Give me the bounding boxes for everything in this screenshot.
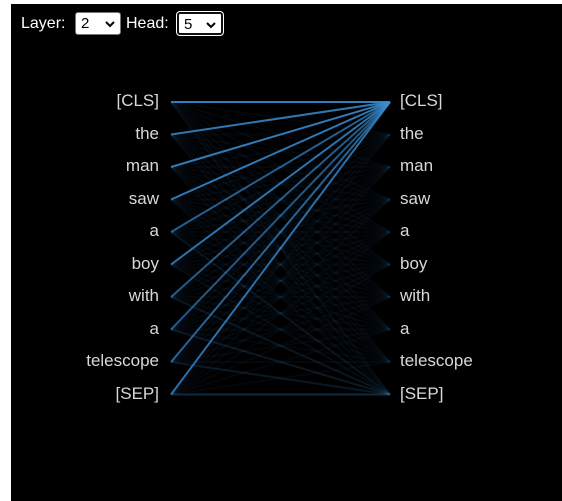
left-token[interactable]: telescope (86, 351, 159, 370)
right-token[interactable]: a (400, 318, 410, 338)
left-token[interactable]: saw (128, 188, 159, 208)
attention-edge (170, 198, 391, 363)
attention-edge (170, 231, 391, 298)
attention-edge (170, 101, 391, 396)
attention-edge (170, 328, 391, 396)
left-token[interactable]: a (149, 318, 159, 338)
attention-edge (170, 231, 391, 363)
attention-edge (170, 101, 391, 201)
attention-edge (170, 263, 391, 331)
right-token[interactable]: with (400, 286, 431, 305)
left-token[interactable]: a (149, 221, 159, 240)
attention-edge (170, 198, 391, 331)
attention-edge (170, 101, 391, 331)
right-token[interactable]: a (400, 221, 410, 240)
attention-edge (170, 296, 391, 331)
chevron-down-icon (206, 22, 216, 29)
attention-edge (170, 198, 391, 396)
attention-edge (170, 361, 391, 396)
attention-edge (170, 101, 391, 168)
right-token[interactable]: [SEP] (400, 383, 444, 403)
top-strip (0, 0, 562, 4)
layer-select-value: 2 (81, 15, 90, 32)
attention-edge (170, 166, 391, 396)
right-token[interactable]: boy (400, 253, 428, 273)
layer-label: Layer: (21, 15, 66, 32)
attention-edge (170, 263, 391, 298)
right-token[interactable]: telescope (400, 351, 473, 370)
right-token[interactable]: the (400, 123, 424, 143)
attention-edge (170, 328, 391, 396)
attention-edge (170, 263, 391, 396)
right-token[interactable]: man (400, 156, 434, 175)
head-select[interactable]: 5 (176, 11, 224, 36)
left-token[interactable]: the (135, 123, 159, 143)
attention-edge (170, 101, 391, 233)
chevron-down-icon (105, 21, 115, 28)
attention-edge (170, 166, 391, 363)
attention-edge (170, 263, 391, 396)
attention-edge (170, 101, 391, 266)
attention-edge (170, 101, 391, 363)
attention-edge (170, 296, 391, 396)
attention-edge (170, 361, 391, 396)
left-token[interactable]: [SEP] (115, 383, 159, 403)
layer-select[interactable]: 2 (75, 12, 121, 35)
attention-edge (170, 296, 391, 396)
attention-edge (170, 166, 391, 363)
attention-edge (170, 198, 391, 363)
attention-edge (170, 198, 391, 396)
attention-edge (170, 133, 391, 396)
visualization-panel (11, 4, 562, 501)
attention-edge (170, 231, 391, 396)
attention-edge (170, 198, 391, 331)
attention-edge (170, 231, 391, 396)
attention-edge (170, 296, 391, 363)
attention-edge (170, 101, 391, 298)
attention-edge (170, 101, 391, 136)
attention-edge (170, 166, 391, 396)
attention-edge (170, 133, 391, 396)
right-token[interactable]: [CLS] (400, 91, 443, 110)
attention-edge (170, 328, 391, 363)
left-token[interactable]: with (128, 286, 159, 305)
attention-edge (170, 231, 391, 363)
right-token[interactable]: saw (400, 188, 431, 208)
left-token[interactable]: [CLS] (116, 91, 159, 110)
attention-edge (170, 231, 391, 331)
attention-edge (170, 328, 391, 363)
head-label: Head: (126, 15, 169, 32)
attention-edge (170, 296, 391, 331)
left-token[interactable]: boy (131, 253, 159, 273)
attention-edge (170, 231, 391, 331)
attention-edge (170, 231, 391, 298)
attention-edge (170, 296, 391, 363)
left-token[interactable]: man (125, 156, 159, 175)
left-edge (0, 4, 11, 501)
attention-edge (170, 263, 391, 363)
head-select-value: 5 (184, 16, 193, 33)
